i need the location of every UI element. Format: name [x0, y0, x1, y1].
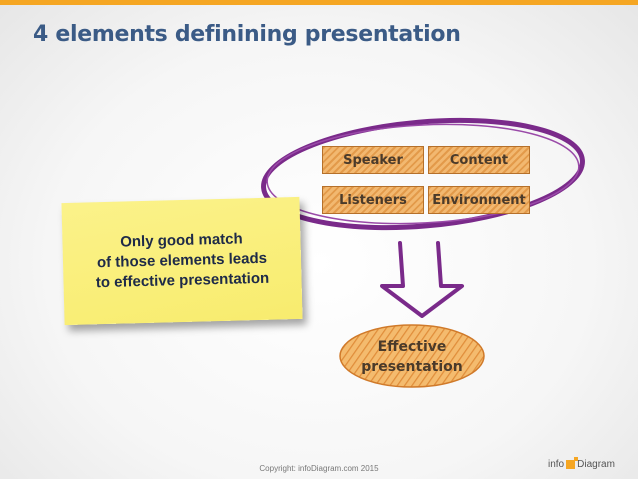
- down-arrow-icon: [380, 241, 464, 318]
- effective-line-1: Effective: [377, 338, 447, 355]
- element-tile-speaker: Speaker: [322, 146, 424, 174]
- page-title: 4 elements definining presentation: [33, 22, 461, 47]
- infodiagram-logo: info Diagram: [548, 457, 615, 470]
- element-tile-listeners: Listeners: [322, 186, 424, 214]
- sticky-note: Only good match of those elements leads …: [61, 196, 303, 326]
- logo-square-icon: [566, 457, 579, 469]
- elements-ellipse-inner: [266, 123, 580, 225]
- element-tile-content: Content: [428, 146, 530, 174]
- effective-ellipse: [339, 324, 485, 388]
- elements-ellipse: [261, 117, 585, 231]
- copyright-footer: Copyright: infoDiagram.com 2015: [259, 464, 379, 473]
- top-accent-bar: [0, 0, 638, 5]
- logo-text-info: info: [548, 459, 565, 470]
- element-tile-environment: Environment: [428, 186, 530, 214]
- effective-presentation-label: Effective presentation: [338, 325, 486, 388]
- effective-line-2: presentation: [361, 358, 463, 375]
- note-line-3: to effective presentation: [95, 269, 270, 292]
- logo-text-diagram: Diagram: [577, 459, 615, 470]
